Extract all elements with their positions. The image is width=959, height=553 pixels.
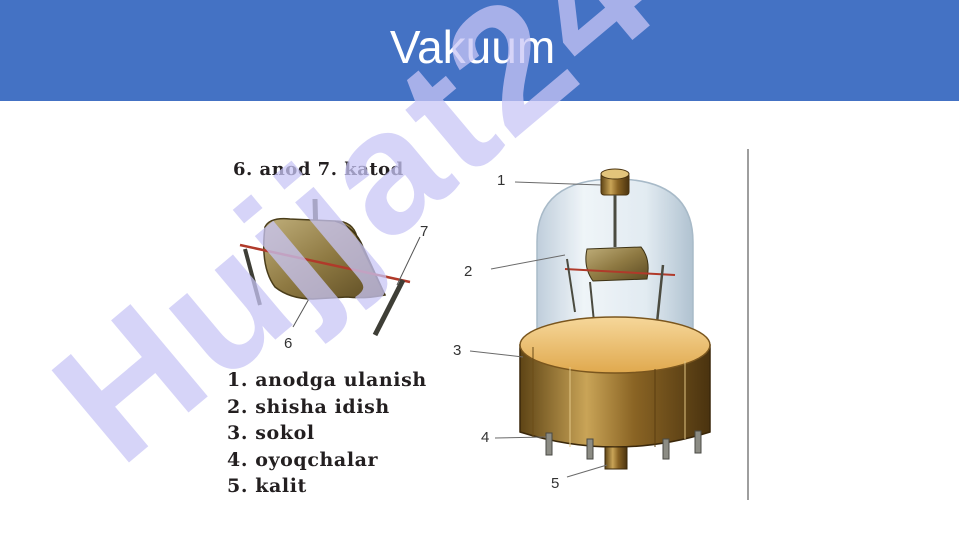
callout-4: 4	[481, 429, 490, 446]
callout-3: 3	[453, 342, 462, 359]
callout-5: 5	[551, 475, 560, 492]
diode-illustration	[239, 149, 749, 500]
legend-item: 1. anodga ulanish	[227, 369, 427, 391]
page-title: Vakuum	[389, 21, 556, 73]
vacuum-tube	[519, 168, 711, 470]
parts-legend: 1. anodga ulanish 2. shisha idish 3. sok…	[227, 367, 427, 500]
callout-6: 6	[284, 335, 293, 352]
legend-item: 3. sokol	[227, 422, 315, 444]
callout-lines	[469, 181, 608, 478]
callout-2: 2	[464, 263, 473, 280]
figure-caption: 6. anod 7. katod	[233, 159, 404, 180]
anode-cathode-detail	[239, 198, 421, 337]
callout-1: 1	[497, 172, 506, 189]
vacuum-diode-figure: 6. anod 7. katod 1 2 3 4 5 6 7 1. anodga…	[215, 147, 753, 500]
title-bar: Vakuum	[0, 0, 959, 101]
legend-item: 5. kalit	[227, 475, 307, 497]
legend-item: 4. oyoqchalar	[227, 448, 379, 471]
callout-7: 7	[420, 223, 429, 240]
legend-item: 2. shisha idish	[227, 395, 390, 418]
